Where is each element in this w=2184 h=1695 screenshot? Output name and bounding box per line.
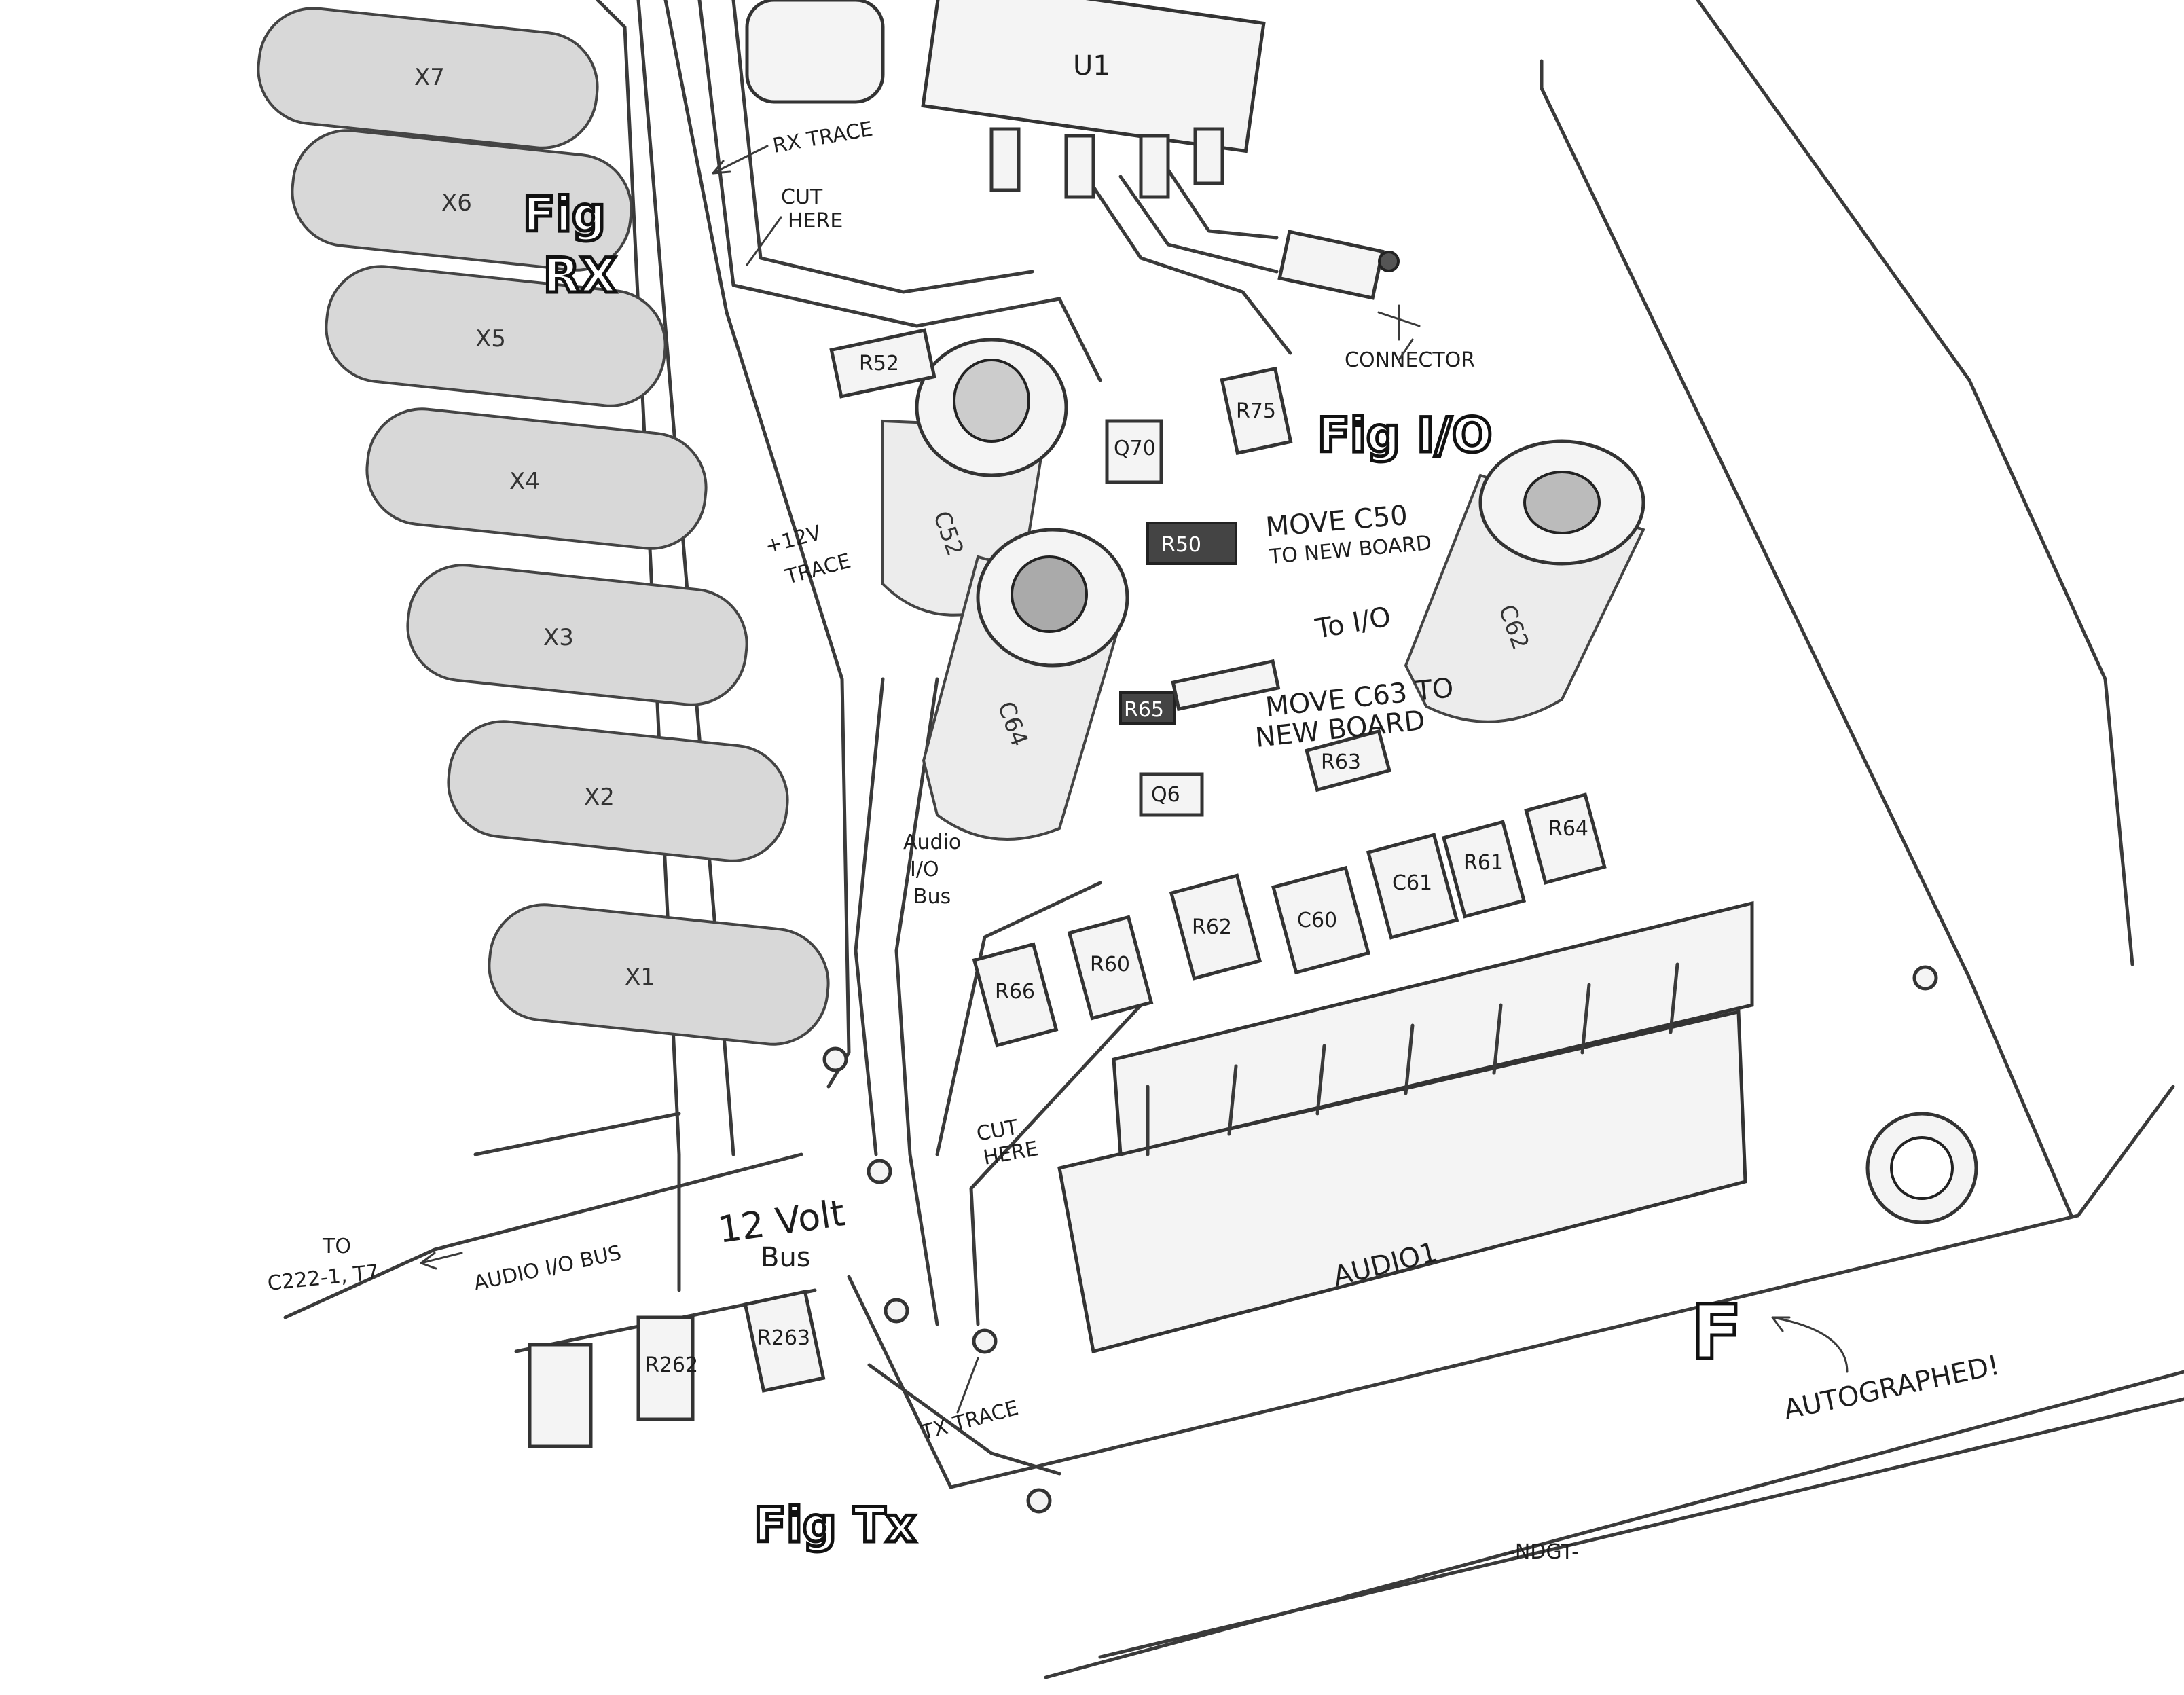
components-r66-label: R66: [995, 980, 1035, 1004]
resistor-r263: R263: [743, 1290, 826, 1393]
audio-io-bus-note: AUDIO I/O BUS: [471, 1241, 623, 1296]
resistor-r65: R65: [1119, 659, 1281, 725]
components-q6-label: Q6: [1151, 783, 1180, 807]
fig-tx-label: Fig Tx: [754, 1497, 916, 1553]
crystal-x7: X7: [257, 7, 599, 149]
f-mark: F: [1691, 1289, 1742, 1376]
resistor-r75: R75: [1220, 366, 1293, 456]
capacitor-c61: C61: [1366, 833, 1459, 940]
capacitor-c64: C64: [922, 528, 1129, 841]
connector-pad: [1277, 230, 1400, 300]
capacitor-c62: C62: [1404, 439, 1645, 723]
autographed-note: AUTOGRAPHED!: [1781, 1350, 2003, 1426]
connector-audio1: AUDIO1: [1057, 900, 1754, 1354]
crystal-x3: X3: [406, 564, 748, 706]
components-q70-label: Q70: [1114, 437, 1156, 460]
components-r263-label: R263: [757, 1326, 810, 1350]
resistor-r61: R61: [1441, 820, 1527, 919]
signature: -NDGT-: [1508, 1540, 1579, 1564]
components-r75-label: R75: [1236, 399, 1276, 423]
components-c60-label: C60: [1297, 909, 1337, 932]
capacitor-c52: C52: [881, 338, 1068, 617]
crystals-2-label: X5: [475, 325, 506, 352]
vias: [822, 965, 1978, 1514]
resistor-r63: R63: [1305, 729, 1391, 792]
resistor-r64: R64: [1524, 792, 1607, 885]
components-r60-label: R60: [1090, 953, 1130, 977]
crystal-x5: X5: [325, 265, 667, 407]
fig-rx-label-rx: RX: [543, 248, 617, 304]
fig-io-label: Fig I/O: [1317, 407, 1492, 463]
resistor-r60: R60: [1067, 915, 1154, 1021]
capacitor-c60: C60: [1271, 865, 1371, 975]
crystals-4-label: X3: [543, 624, 574, 651]
resistor-r66: R66: [972, 942, 1059, 1048]
components-r62-label: R62: [1192, 915, 1232, 939]
resistor-r50: R50: [1146, 522, 1237, 565]
components-r262-label: R262: [645, 1353, 698, 1377]
plus12v-trace-note-2: TRACE: [782, 549, 854, 589]
resistor-r262: R262: [636, 1315, 698, 1421]
transistor-q70: Q70: [1105, 419, 1163, 484]
crystals-1-label: X6: [441, 189, 472, 217]
cut-here-top-2: HERE: [788, 209, 843, 233]
crystals-3-label: X4: [509, 468, 540, 495]
smd-components: R52 Q70 R50 R75 R65 R63 Q6 R64 R61 C61 C…: [528, 230, 1607, 1448]
crystal-x2: X2: [447, 720, 789, 862]
audio-io-bus-vertical-1: Audio: [903, 831, 961, 854]
connector-note: CONNECTOR: [1345, 348, 1475, 372]
board-outline: [283, 0, 2184, 1679]
crystal-x1: X1: [488, 903, 830, 1046]
transistor-q6: Q6: [1139, 772, 1204, 817]
resistor-r52: R52: [829, 328, 936, 399]
twelve-volt-bus-note-2: Bus: [761, 1242, 811, 1273]
crystal-x4: X4: [365, 407, 708, 550]
components-r64-label: R64: [1548, 817, 1588, 841]
crystals-5-label: X2: [584, 784, 615, 811]
fig-rx-label-fig: Fig: [523, 187, 606, 242]
to-c222-note-1: TO: [322, 1235, 351, 1258]
components-r50-label: R50: [1161, 533, 1201, 557]
components-r65-label: R65: [1124, 698, 1164, 722]
audio-io-bus-vertical-2: I/O: [910, 858, 939, 881]
to-c222-note-2: C222-1, T7: [266, 1260, 380, 1296]
chip-u1: U1: [745, 0, 1266, 199]
to-io-note: To I/O: [1313, 601, 1394, 645]
crystal-x6: X6: [291, 129, 633, 272]
components-r52-label: R52: [859, 352, 899, 376]
cut-here-top-1: CUT: [781, 185, 823, 209]
audio-io-bus-vertical-3: Bus: [913, 885, 951, 909]
crystals-6-label: X1: [625, 964, 655, 991]
components-u1-label: U1: [1073, 50, 1110, 81]
components-r61-label: R61: [1463, 851, 1504, 875]
crystals-0-label: X7: [414, 64, 445, 91]
resistor-r62: R62: [1169, 873, 1262, 981]
crystals: X7 X6 X5 X4 X3 X2 X1: [257, 7, 830, 1046]
components-c61-label: C61: [1392, 871, 1432, 895]
rx-trace-note: RX TRACE: [771, 117, 875, 158]
components-r63-label: R63: [1321, 750, 1361, 774]
